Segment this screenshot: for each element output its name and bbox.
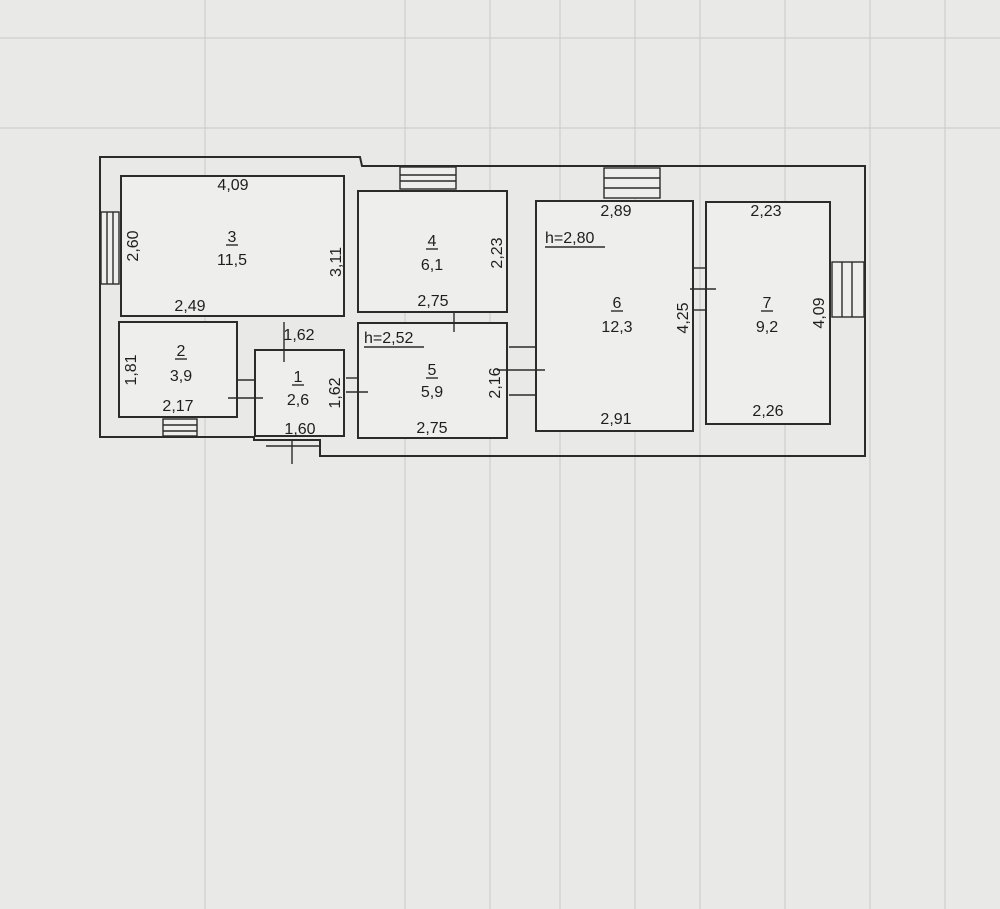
room-3-right-dim: 3,11 bbox=[328, 247, 345, 277]
room-4-bottom-dim: 2,75 bbox=[417, 293, 448, 310]
room-6-number: 6 bbox=[613, 295, 622, 312]
room-2-area: 3,9 bbox=[170, 368, 192, 385]
room-3 bbox=[120, 175, 345, 317]
room-2-bottom-dim: 2,17 bbox=[162, 398, 193, 415]
room-3-top-dim: 4,09 bbox=[217, 177, 248, 194]
room-6-top-dim: 2,89 bbox=[600, 203, 631, 220]
room-5-number: 5 bbox=[428, 362, 437, 379]
room-1-right-dim: 1,62 bbox=[327, 377, 344, 408]
room-4-right-dim: 2,23 bbox=[489, 237, 506, 268]
room-4-area: 6,1 bbox=[421, 257, 443, 274]
room-3-bottom-dim: 2,49 bbox=[174, 298, 205, 315]
room-3-area: 11,5 bbox=[217, 252, 247, 269]
room-1 bbox=[254, 349, 345, 437]
room-7-number: 7 bbox=[763, 295, 772, 312]
room-7 bbox=[705, 201, 831, 425]
room-2 bbox=[118, 321, 238, 418]
room-6 bbox=[535, 200, 694, 432]
room-1-number: 1 bbox=[294, 369, 303, 386]
room-4-number: 4 bbox=[428, 233, 437, 250]
room-1-area: 2,6 bbox=[287, 392, 309, 409]
window-marks bbox=[100, 166, 865, 437]
room-4 bbox=[357, 190, 508, 313]
room-7-right-dim: 4,09 bbox=[811, 297, 828, 328]
room-6-right-dim: 4,25 bbox=[675, 302, 692, 333]
room-6-bottom-dim: 2,91 bbox=[600, 411, 631, 428]
room-5-area: 5,9 bbox=[421, 384, 443, 401]
room-5-right-dim: 2,16 bbox=[487, 367, 504, 398]
room-6-area: 12,3 bbox=[601, 319, 632, 336]
room-1-top-dim: 1,62 bbox=[283, 327, 314, 344]
room-3-number: 3 bbox=[228, 229, 237, 246]
room-1-bottom-dim: 1,60 bbox=[284, 421, 315, 438]
door-marks bbox=[228, 267, 716, 464]
room-5-height: h=2,52 bbox=[364, 330, 413, 347]
room-7-top-dim: 2,23 bbox=[750, 203, 781, 220]
room-5-bottom-dim: 2,75 bbox=[416, 420, 447, 437]
room-2-left-dim: 1,81 bbox=[123, 354, 140, 385]
room-6-height: h=2,80 bbox=[545, 230, 594, 247]
room-7-area: 9,2 bbox=[756, 319, 778, 336]
room-5 bbox=[357, 322, 508, 439]
room-7-bottom-dim: 2,26 bbox=[752, 403, 783, 420]
room-2-number: 2 bbox=[177, 343, 186, 360]
room-3-left-dim: 2,60 bbox=[125, 230, 142, 261]
